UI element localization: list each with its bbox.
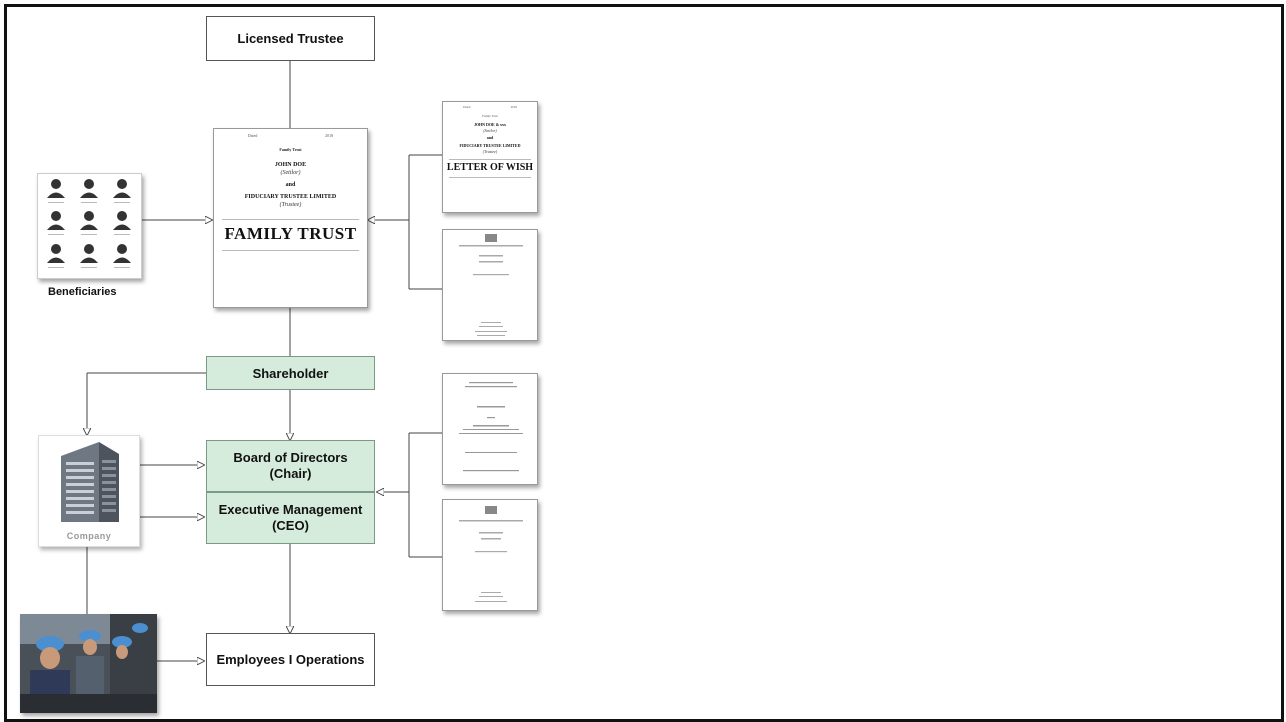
trust-doc-title: FAMILY TRUST [224,224,357,243]
wish-doc-settlor-name: JOHN DOE & xxx [473,122,507,127]
exec-label-line1: Executive Management [218,502,363,517]
person-icon [113,179,131,198]
person-icon [47,244,65,263]
document-placeholder-text [459,382,523,472]
trust-doc-and: and [285,182,296,188]
person-icon [80,179,98,198]
company-label: Company [66,531,112,541]
beneficiaries-label: Beneficiaries [48,286,117,298]
family-trust-document: Dated 2018 Family Trust JOHN DOE (Settlo… [213,128,368,308]
exec-label-line2: (CEO) [272,518,309,533]
trust-doc-settlor-role: (Settlor) [280,170,301,176]
trust-doc-year: 2018 [325,133,334,138]
shareholder-box: Shareholder [206,356,375,390]
wish-doc-year: 2018 [510,105,517,109]
trust-doc-settlor-name: JOHN DOE [274,162,307,168]
trust-doc-trustee-name: FIDUCIARY TRUSTEE LIMITED [244,194,337,200]
person-icon [47,179,65,198]
wish-doc-trustee-role: (Trustee) [482,149,498,154]
trust-deed-document [442,229,538,341]
crest-icon [485,234,497,242]
person-icon [80,244,98,263]
constitution-document [442,373,538,485]
trust-doc-family-trust-small: Family Trust [279,147,302,152]
trust-doc-trustee-role: (Trustee) [279,202,302,208]
document-placeholder-text [459,506,523,602]
employees-operations-box: Employees I Operations [206,633,375,686]
licensed-trustee-label: Licensed Trustee [237,31,344,46]
board-label-line1: Board of Directors [233,450,348,465]
licensed-trustee-box: Licensed Trustee [206,16,375,61]
board-label-line2: (Chair) [269,466,312,481]
letter-of-wish-document: Dated 2018 Family Trust JOHN DOE & xxx (… [442,101,538,213]
wish-doc-title: LETTER OF WISH [446,162,534,173]
beneficiaries-card [37,173,142,279]
wish-doc-and: and [486,135,494,140]
factory-workers-image [20,614,157,713]
certificate-document [442,499,538,611]
company-card: Company [38,435,140,547]
wish-doc-settlor-role: (Settlor) [483,128,497,133]
executive-management-box: Executive Management (CEO) [206,492,375,544]
person-icons-grid [47,179,131,268]
trust-doc-dated: Dated [247,133,258,138]
wish-doc-trustee-name: FIDUCIARY TRUSTEE LIMITED [459,143,521,148]
shareholder-label: Shareholder [252,365,329,381]
employees-operations-label: Employees I Operations [216,652,365,667]
building-icon [61,442,119,522]
wish-doc-dated: Dated [463,105,471,109]
person-icon [113,244,131,263]
board-of-directors-box: Board of Directors (Chair) [206,440,375,492]
person-icon [113,211,131,230]
workers-photo [20,614,157,713]
document-placeholder-text [459,234,523,336]
crest-icon [485,506,497,514]
person-icon [80,211,98,230]
person-icon [47,211,65,230]
wish-doc-family-trust-small: Family Trust [482,114,498,118]
